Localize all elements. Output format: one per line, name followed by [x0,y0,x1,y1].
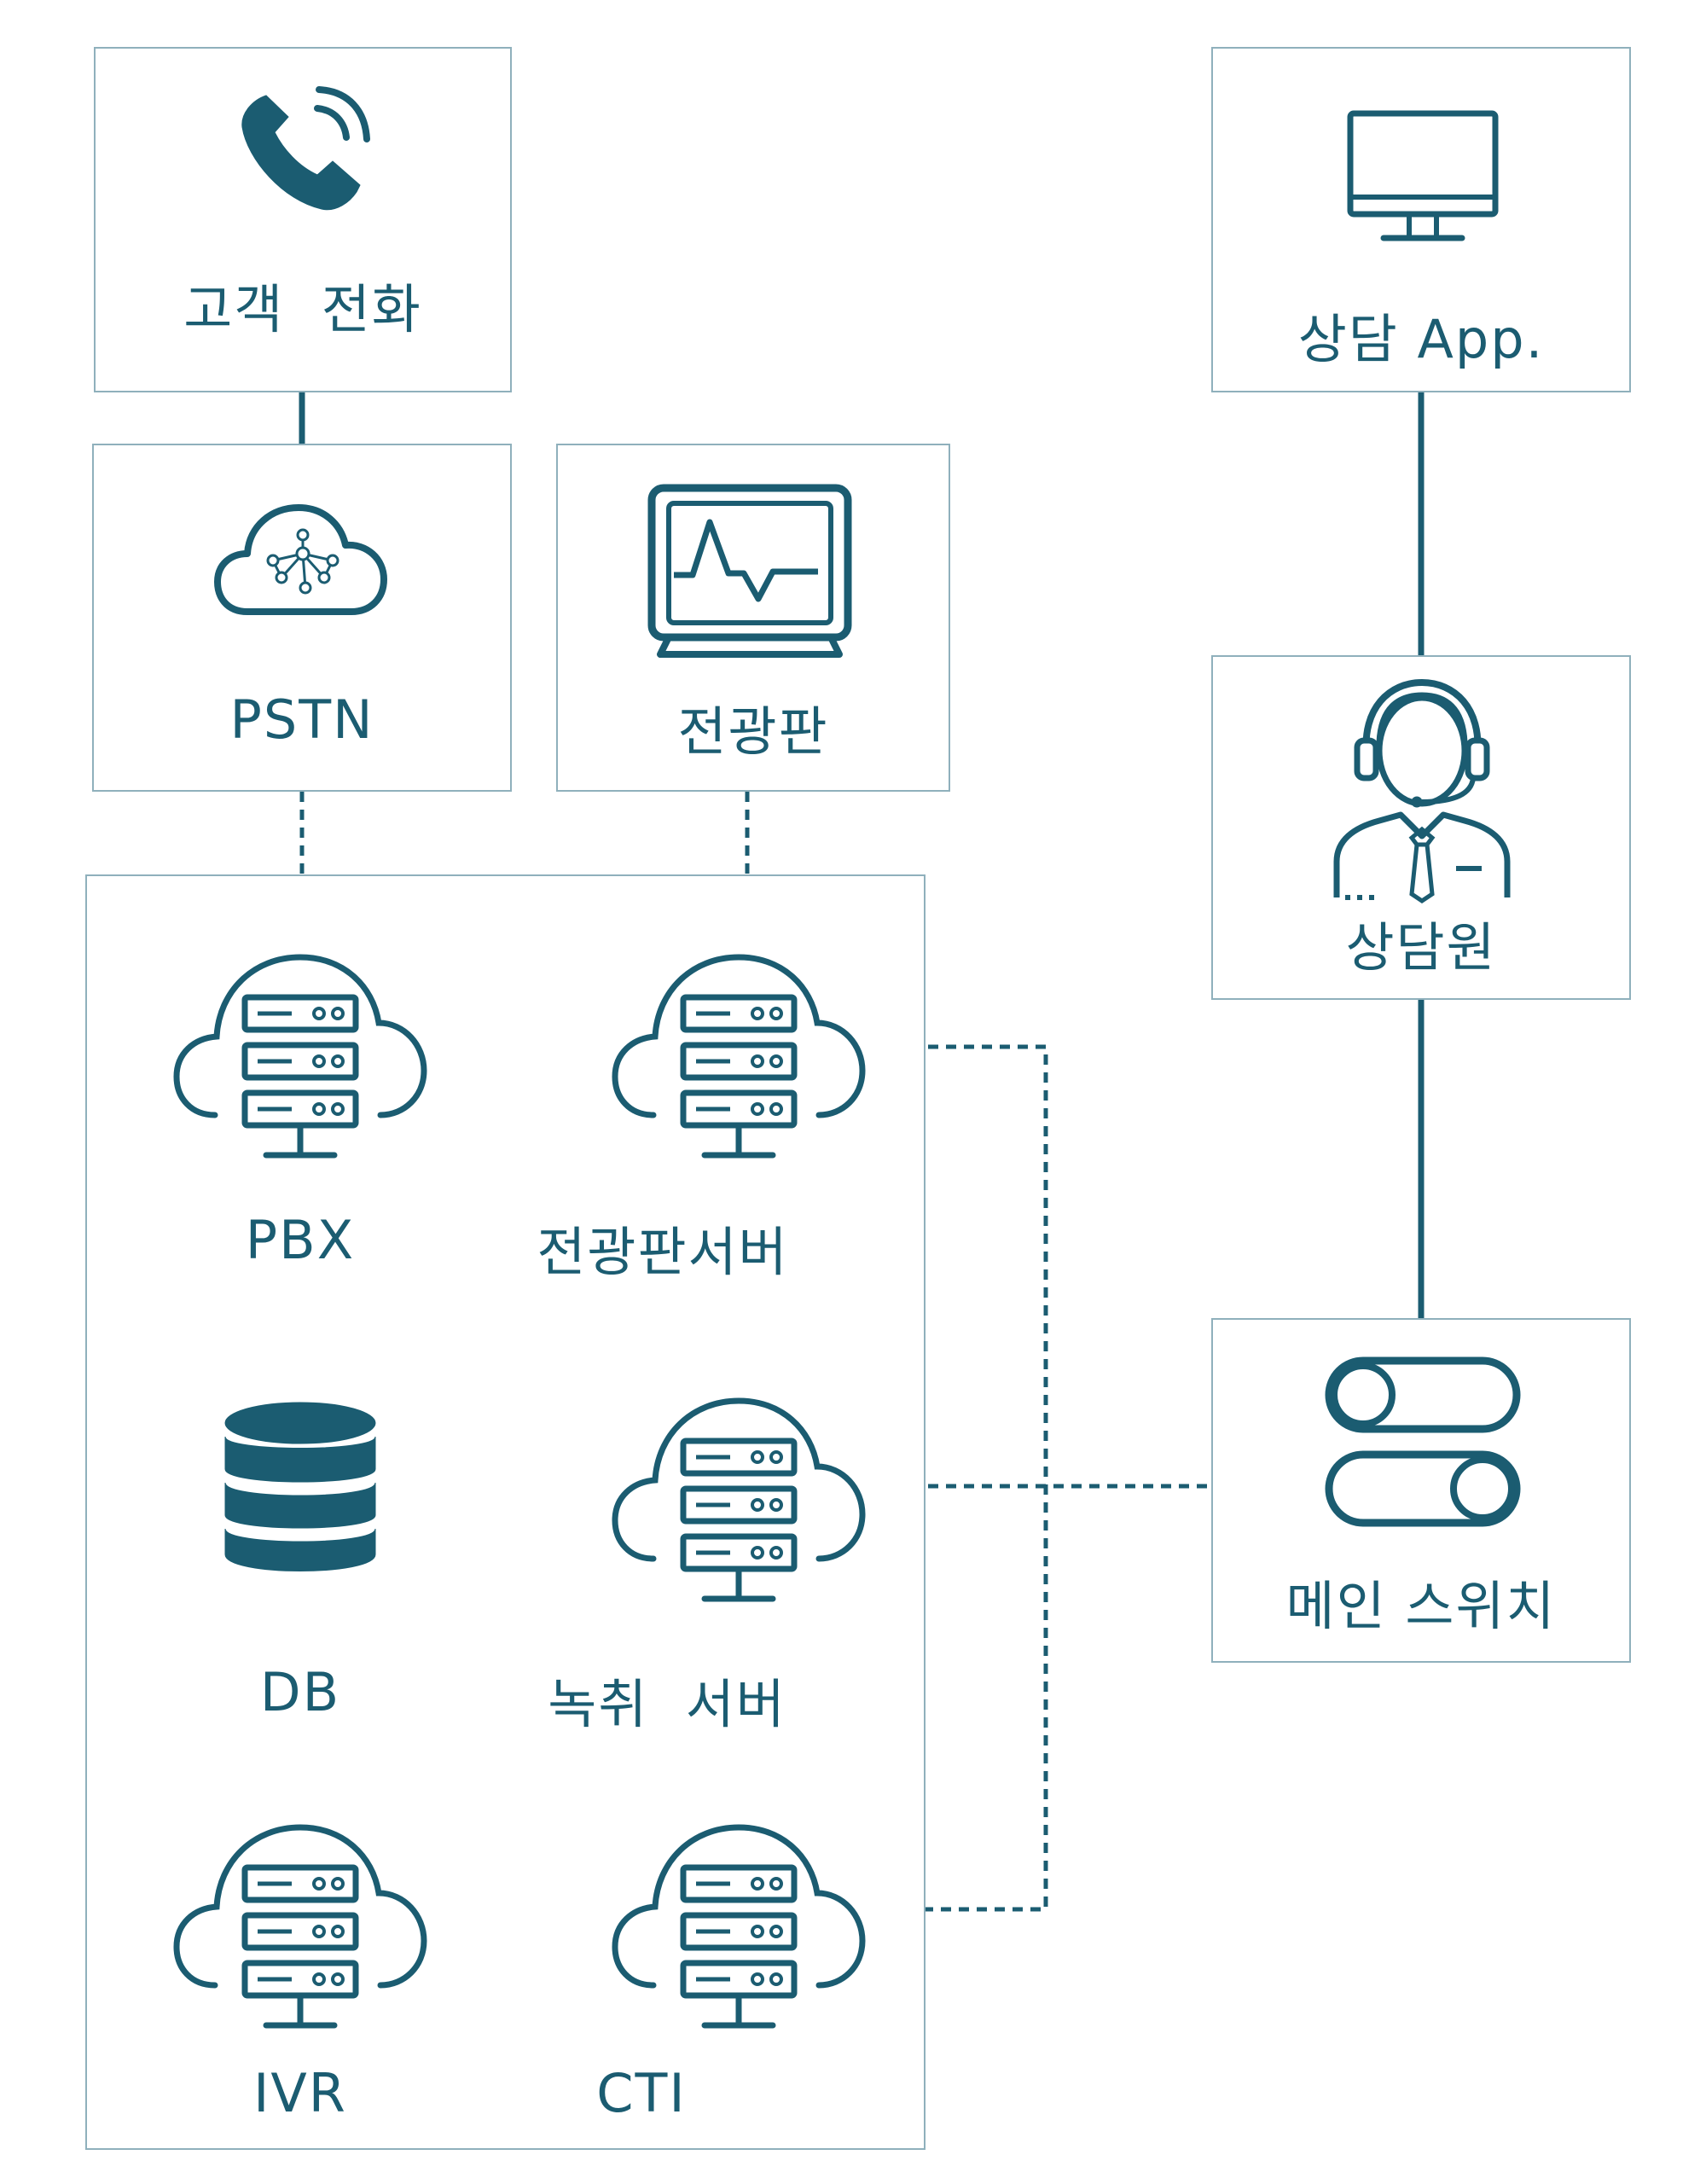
pstn-label: PSTN [229,688,374,751]
cloud-server-icon [612,954,866,1159]
counsel-app-node: 상담 App. [1211,47,1631,392]
cti-label: CTI [596,2062,687,2124]
wallboard-label: 전광판 [677,700,829,763]
customer-phone-node: 고객 전화 [94,47,512,392]
cloud-server-icon [612,1824,866,2029]
db-item: DB [87,1303,514,1746]
pbx-label: PBX [245,1209,356,1271]
agent-label: 상담원 [1345,916,1497,979]
agent-node: 상담원 [1211,655,1631,1000]
switch-toggle-icon [1325,1356,1521,1527]
server-bus-link [892,1044,1048,1912]
wallboard-server-label: 전광판서버 [537,1221,789,1283]
server-group: PBX 전광판서버 DB [85,874,926,2150]
cti-item: CTI [505,1729,931,2152]
wallboard-node: 전광판 [556,444,950,792]
ivr-label: IVR [253,2062,347,2124]
pbx-item: PBX [87,876,514,1303]
ivr-item: IVR [87,1729,514,2152]
cloud-network-icon [214,504,387,615]
pstn-node: PSTN [92,444,512,792]
phone-icon [241,86,370,211]
cloud-server-icon [173,1824,427,2029]
counsel-app-label: 상담 App. [1297,308,1545,370]
headset-agent-icon [1333,678,1511,904]
wallboard-server-item: 전광판서버 [505,876,931,1303]
recording-server-label: 녹취 서버 [548,1673,786,1735]
database-icon [224,1402,376,1571]
cloud-server-icon [612,1397,866,1602]
main-switch-label: 메인 스위치 [1285,1575,1557,1637]
desktop-monitor-icon [1347,110,1499,241]
monitor-pulse-icon [647,484,852,658]
recording-server-item: 녹취 서버 [505,1303,931,1746]
customer-phone-label: 고객 전화 [183,278,422,340]
cloud-server-icon [173,954,427,1159]
main-switch-node: 메인 스위치 [1211,1318,1631,1663]
db-label: DB [259,1661,341,1723]
